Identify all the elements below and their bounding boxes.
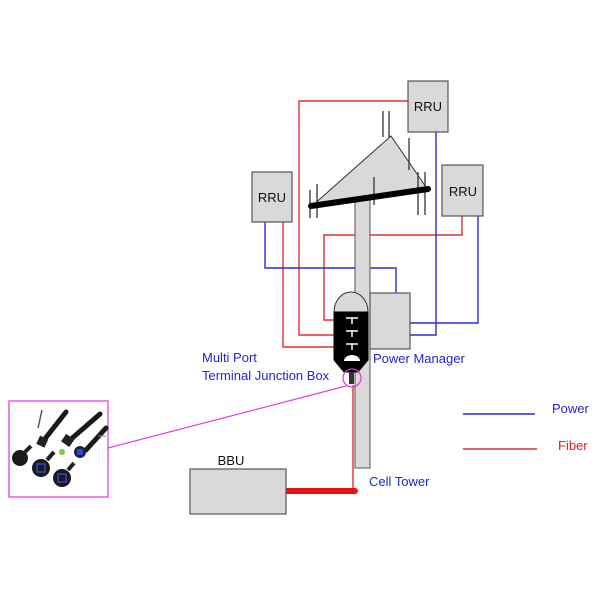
callout-line — [107, 385, 347, 449]
junction-box[interactable] — [333, 291, 369, 384]
rru-left-label: RRU — [258, 190, 286, 205]
rru-right-label: RRU — [449, 184, 477, 199]
bbu-label: BBU — [218, 453, 245, 468]
antenna-masts — [309, 111, 426, 218]
connector-photo — [12, 409, 109, 487]
junction-box-label-line1: Multi Port — [202, 350, 257, 365]
connector-cap-black — [12, 450, 28, 466]
junction-box-label-line2: Terminal Junction Box — [202, 368, 330, 383]
rru-left[interactable]: RRU — [251, 171, 293, 223]
junction-box-dome-port — [344, 355, 360, 361]
connector-green-tip — [59, 449, 65, 455]
fiber-line-left-rru — [282, 222, 346, 348]
bbu-box[interactable] — [189, 468, 287, 515]
power-manager-label: Power Manager — [373, 351, 465, 366]
rru-top-label: RRU — [414, 99, 442, 114]
junction-box-output-port — [349, 372, 354, 384]
junction-box-callout-circle — [342, 368, 362, 388]
power-line-right-rru — [410, 216, 479, 324]
fiber-line-right-rru — [323, 216, 463, 321]
power-lines — [264, 132, 479, 336]
power-line-left-rru — [264, 222, 397, 293]
connector-cap-blue-2 — [53, 469, 71, 487]
connector-cap-blue-1 — [32, 459, 50, 477]
junction-box-ports — [346, 317, 358, 350]
rru-right[interactable]: RRU — [441, 164, 484, 217]
fiber-lines — [282, 100, 463, 491]
rru-top[interactable]: RRU — [407, 80, 449, 133]
antenna-crossbar — [308, 186, 431, 209]
legend: Power Fiber — [463, 401, 590, 453]
legend-fiber-label: Fiber — [558, 438, 588, 453]
fiber-line-top-rru — [298, 100, 408, 336]
legend-power-label: Power — [552, 401, 590, 416]
power-line-top-rru — [410, 132, 437, 336]
cell-tower-label: Cell Tower — [369, 474, 430, 489]
power-manager-box[interactable] — [369, 292, 411, 350]
